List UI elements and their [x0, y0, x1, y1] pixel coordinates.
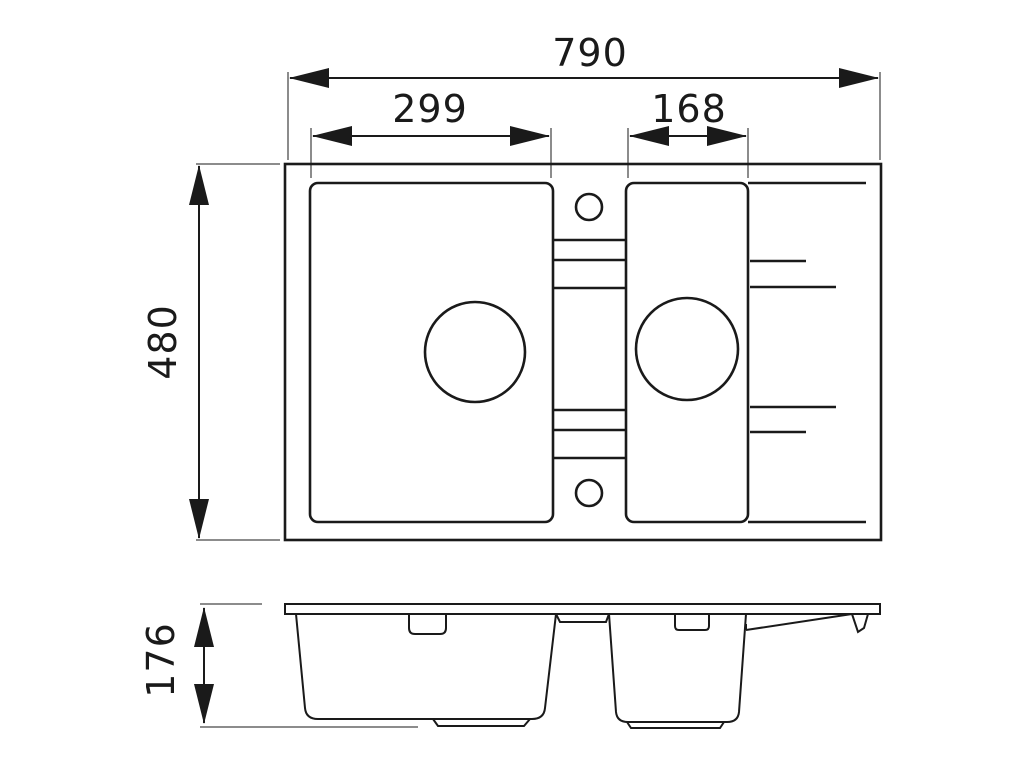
dimension-height: 176 [139, 603, 418, 728]
dimension-right-bowl-width: 168 [627, 87, 749, 178]
side-left-overflow [408, 614, 447, 635]
side-top-slab [284, 603, 881, 615]
tap-hole-bottom [574, 478, 604, 508]
side-right-overflow [674, 614, 710, 631]
side-right-bowl [608, 613, 747, 723]
left-bowl-width-label: 299 [392, 87, 468, 131]
depth-label: 480 [141, 304, 185, 380]
overall-width-label: 790 [552, 31, 628, 75]
side-drainer-lip [851, 613, 869, 634]
height-label: 176 [139, 622, 183, 698]
dimension-overall-width: 790 [287, 31, 881, 160]
left-bowl-drain [423, 300, 527, 404]
side-bridge [555, 613, 610, 623]
tap-hole-top [574, 192, 604, 222]
right-bowl-width-label: 168 [651, 87, 727, 131]
sink-top-view [283, 162, 883, 542]
right-bowl-drain [634, 296, 740, 402]
side-drainer-slope [745, 613, 853, 631]
side-left-drain [432, 718, 531, 727]
sink-side-view [284, 603, 881, 729]
left-bowl [308, 181, 555, 524]
side-left-bowl [295, 613, 557, 720]
dimension-left-bowl-width: 299 [310, 87, 552, 178]
side-right-drain [626, 721, 725, 729]
dimension-depth: 480 [141, 163, 280, 541]
right-bowl [624, 181, 750, 524]
sink-outer-rim [283, 162, 883, 542]
